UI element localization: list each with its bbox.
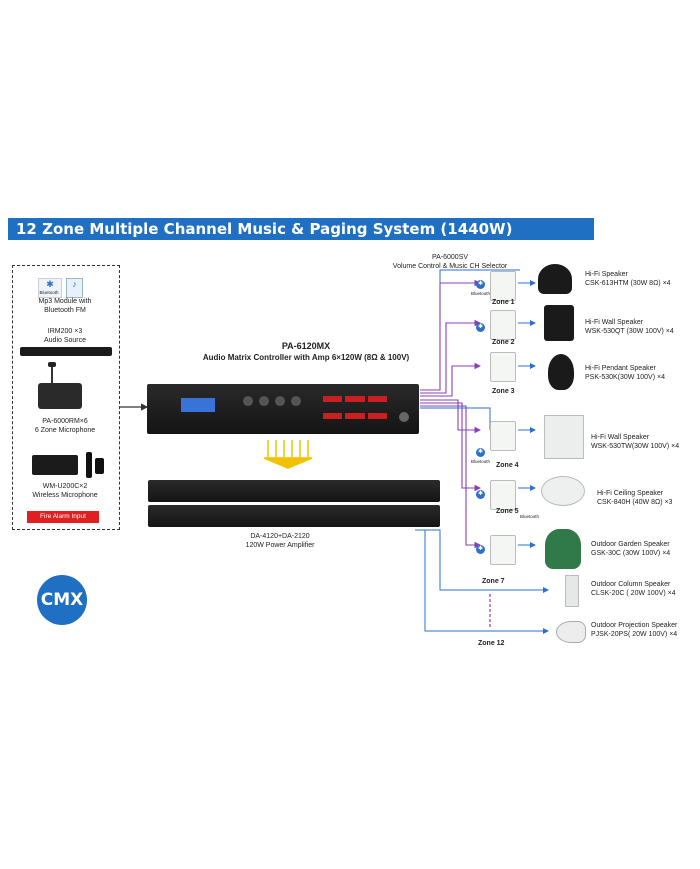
zone1-label: Zone 1	[492, 299, 515, 306]
mic-gooseneck-icon	[51, 365, 53, 383]
pendant-speaker-icon	[548, 354, 574, 390]
amplifier-label: DA-4120+DA-2120 120W Power Amplifier	[245, 533, 315, 549]
wireless-receiver-icon	[32, 455, 78, 475]
zone3-speaker-label: Hi-Fi Pendant Speaker PSK-530K(30W 100V)…	[585, 365, 665, 381]
zone1-panel	[490, 271, 516, 301]
mp3-module-label: Mp3 Module with Bluetooth FM	[38, 298, 92, 314]
source-equipment-box	[12, 265, 120, 530]
bluetooth-text: Bluetooth	[39, 290, 59, 295]
zone4-bluetooth-icon: ✱	[476, 448, 485, 457]
zone2-label: Zone 2	[492, 339, 515, 346]
zone5-bluetooth-icon: ✱	[476, 490, 485, 499]
zone2-bluetooth-icon: ✱	[476, 323, 485, 332]
power-amplifier-2	[148, 505, 440, 527]
bodypack-icon	[95, 458, 104, 474]
cmx-logo: CMX	[37, 575, 87, 625]
zone2-panel	[490, 310, 516, 340]
zone5-speaker-label: Hi-Fi Ceiling Speaker CSK-840H (40W 8Ω) …	[597, 490, 673, 506]
zone1-speaker-label: Hi-Fi Speaker CSK-613HTM (30W 8Ω) ×4	[585, 271, 671, 287]
zone12-label: Zone 12	[478, 640, 505, 647]
zone2-speaker-label: Hi-Fi Wall Speaker WSK-530QT (30W 100V) …	[585, 319, 674, 335]
zone4-label: Zone 4	[496, 462, 519, 469]
zone7-label: Zone 7	[482, 578, 505, 585]
white-ceiling-speaker-icon	[541, 476, 585, 506]
projection-speaker-icon	[556, 621, 586, 643]
power-amplifier-1	[148, 480, 440, 502]
zone5-bluetooth-tag: Bluetooth	[520, 514, 540, 519]
wall-speaker-icon	[544, 305, 574, 341]
zone6-panel	[490, 535, 516, 565]
bluetooth-logo: ✱	[38, 278, 62, 298]
controller-model: PA-6120MX	[281, 341, 331, 351]
controller-led-displays	[323, 396, 387, 426]
zone4-bluetooth-tag: Bluetooth	[471, 459, 491, 464]
zone1-bluetooth-tag: Bluetooth	[471, 291, 491, 296]
zone5-panel	[490, 480, 516, 510]
column-speaker-icon	[565, 575, 579, 607]
wireless-mic-label: WM-U200C×2 Wireless Microphone	[32, 483, 98, 499]
mic-head-icon	[48, 362, 56, 367]
zone4-speaker-label: Hi-Fi Wall Speaker WSK-530TW(30W 100V) ×…	[591, 434, 680, 450]
selector-label: PA-6000SV Volume Control & Music CH Sele…	[392, 254, 508, 270]
fire-alarm-input: Fire Alarm Input	[27, 511, 99, 523]
zone1-bluetooth-icon: ✱	[476, 280, 485, 289]
handheld-mic-icon	[86, 452, 92, 478]
controller-display-icon	[181, 398, 215, 412]
matrix-controller-device	[147, 384, 419, 434]
controller-power-knob	[399, 412, 409, 422]
white-wall-speaker-icon	[544, 415, 584, 459]
irm-label: IRM200 ×3 Audio Source	[43, 328, 87, 344]
garden-speaker-icon	[545, 529, 581, 569]
zone4-panel	[490, 421, 516, 451]
zone3-label: Zone 3	[492, 388, 515, 395]
mp3-icon: ♪	[66, 278, 83, 298]
paging-mic-label: PA-6000RM×6 6 Zone Microphone	[34, 418, 96, 434]
controller-knobs	[243, 396, 301, 412]
zone6-bluetooth-icon: ✱	[476, 545, 485, 554]
paging-mic-icon	[38, 383, 82, 409]
diagram-title: 12 Zone Multiple Channel Music & Paging …	[8, 218, 594, 240]
zone3-panel	[490, 352, 516, 382]
irm-device-icon	[20, 347, 112, 356]
zone7-speaker-label: Outdoor Column Speaker CLSK-20C ( 20W 10…	[591, 581, 676, 597]
controller-description: Audio Matrix Controller with Amp 6×120W …	[202, 353, 410, 362]
zone12-speaker-label: Outdoor Projection Speaker PJSK-20PS( 20…	[591, 622, 678, 638]
ceiling-speaker-icon	[538, 264, 572, 294]
zone6-speaker-label: Outdoor Garden Speaker GSK-30C (30W 100V…	[591, 541, 671, 557]
zone5-label: Zone 5	[496, 508, 519, 515]
